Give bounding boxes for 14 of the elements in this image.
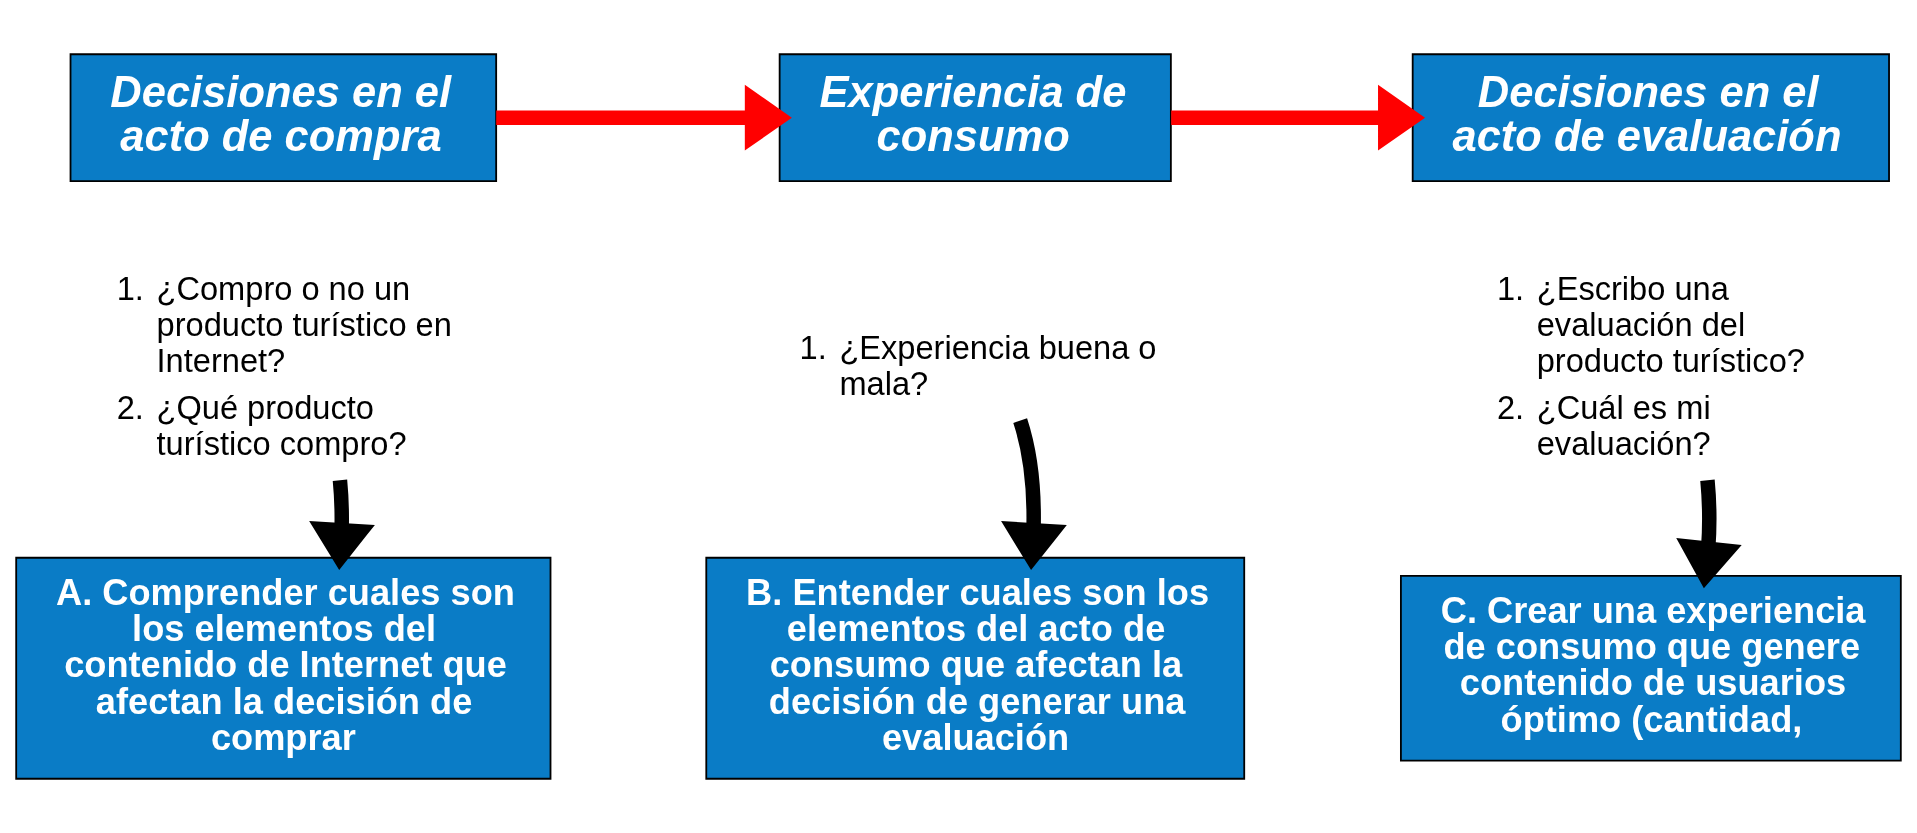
node-box: Decisiones en el acto de compra	[69, 53, 498, 182]
node-box: Experiencia de consumo	[778, 53, 1172, 182]
node-text: 1. ¿Experiencia buena o mala?	[799, 329, 1157, 403]
arrow	[1001, 418, 1067, 570]
arrow	[1171, 84, 1426, 151]
node-box: B. Entender cuales son los elementos del acto de consumo que afectan la decisión de generar una evaluación	[705, 556, 1246, 780]
node-box: Decisiones en el acto de evaluación	[1411, 53, 1890, 182]
arrow	[496, 84, 792, 151]
node-text: 1. ¿Compro o no un producto turístico en Internet? 2. ¿Qué producto turístico compro?	[116, 269, 452, 463]
arrow	[1676, 479, 1742, 589]
node-text: 1. ¿Escribo una evaluación del producto turístico? 2. ¿Cuál es mi evaluación?	[1496, 269, 1805, 463]
node-box: A. Comprender cuales son los elementos del contenido de Internet que afectan la decisión de comprar	[15, 556, 552, 780]
node-box: C. Crear una experiencia de consumo que genere contenido de usuarios óptimo (cantidad,	[1400, 575, 1902, 762]
arrow	[309, 479, 375, 570]
